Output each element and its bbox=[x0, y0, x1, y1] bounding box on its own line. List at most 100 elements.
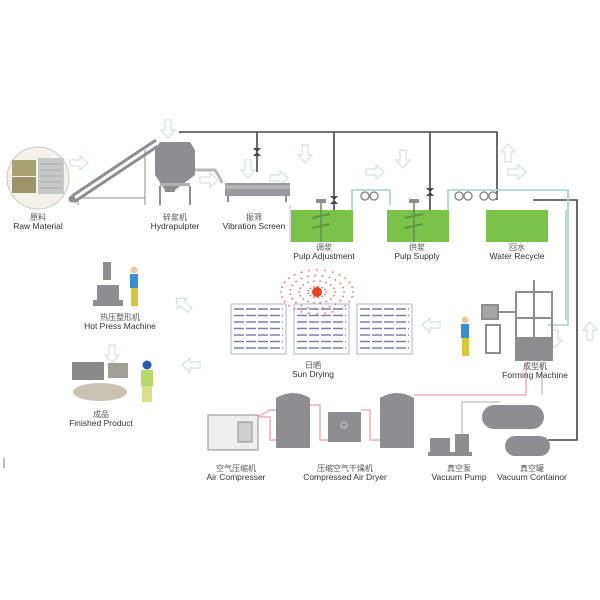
label-forming-machine: 成型机 Forming Machine bbox=[502, 362, 568, 381]
label-en: Hot Press Machine bbox=[84, 321, 156, 332]
sun-ray-dot bbox=[325, 291, 327, 293]
sun-ray-dot bbox=[321, 295, 324, 298]
sun-ray-dot bbox=[308, 312, 310, 315]
label-raw-material: 原料 Raw Material bbox=[13, 213, 63, 232]
label-cn: 热压整形机 bbox=[100, 313, 140, 322]
compressed-air-pipes bbox=[257, 394, 526, 441]
label-cn: 振筛 bbox=[246, 213, 262, 222]
sun-ray-dot bbox=[302, 284, 305, 286]
valve-icons bbox=[253, 148, 434, 204]
sun-ray-dot bbox=[351, 295, 353, 298]
sun-ray-dot bbox=[334, 279, 337, 281]
sun-ray-dot bbox=[344, 277, 347, 280]
label-en: Forming Machine bbox=[502, 370, 568, 381]
air-tank-2 bbox=[380, 393, 414, 448]
operator-hot-press bbox=[130, 266, 138, 306]
sun-ray-dot bbox=[295, 280, 297, 283]
sun-ray-dot bbox=[287, 277, 290, 280]
sun-ray-dot bbox=[289, 293, 292, 296]
label-pulp-supply: 供浆 Pulp Supply bbox=[394, 243, 439, 262]
sun-ray-dot bbox=[342, 286, 344, 289]
raw-material-image bbox=[6, 146, 70, 210]
label-cn: 成品 bbox=[92, 410, 109, 419]
sun-ray-dot bbox=[317, 285, 319, 288]
drying-rack bbox=[230, 303, 287, 355]
sun-ray-dot bbox=[299, 294, 301, 297]
sun-ray-dot bbox=[324, 293, 326, 296]
sun-ray-dot bbox=[307, 306, 309, 309]
sun-ray-dot bbox=[283, 300, 286, 303]
transfer-pumps bbox=[360, 191, 498, 201]
label-cn: 原料 bbox=[29, 213, 46, 222]
sun-ray-dot bbox=[312, 301, 315, 304]
sun-ray-dot bbox=[287, 304, 290, 307]
vacuum-container bbox=[482, 405, 550, 456]
label-pulp-adjustment: 调浆 Pulp Adjustment bbox=[293, 243, 354, 262]
forming-machine bbox=[481, 280, 553, 395]
sun-ray-dot bbox=[307, 275, 309, 278]
sun-ray-dot bbox=[319, 301, 322, 304]
air-dryer bbox=[328, 412, 361, 442]
sun-ray-dot bbox=[291, 284, 294, 287]
label-en: Raw Material bbox=[13, 221, 63, 232]
label-vacuum-pump: 真空泵 Vacuum Pump bbox=[431, 464, 486, 483]
label-sun-drying: 日晒 Sun Drying bbox=[292, 361, 334, 380]
sun-ray-dot bbox=[324, 269, 326, 272]
sun-ray-dot bbox=[312, 280, 315, 283]
sun-ray-dot bbox=[300, 271, 303, 274]
sun-ray-dot bbox=[342, 295, 344, 298]
sun-icon bbox=[280, 269, 354, 315]
sun-ray-dot bbox=[309, 287, 312, 290]
label-en: Pulp Adjustment bbox=[293, 251, 355, 262]
sun-ray-dot bbox=[298, 291, 300, 293]
sun-ray-dot bbox=[314, 274, 317, 277]
finished-product-image bbox=[72, 360, 153, 402]
label-cn: 碎浆机 bbox=[162, 213, 187, 222]
sun-ray-dot bbox=[339, 282, 341, 285]
sun-ray-dot bbox=[352, 291, 354, 293]
sun-ray-dot bbox=[314, 307, 317, 310]
sun-ray-dot bbox=[293, 308, 296, 311]
sun-ray-dot bbox=[280, 291, 282, 293]
sun-ray-dot bbox=[283, 281, 286, 284]
pulp-adjustment-tank bbox=[289, 199, 353, 243]
air-compressor bbox=[207, 414, 259, 451]
label-en: Compressed Air Dryer bbox=[303, 472, 387, 483]
conveyor-belt bbox=[68, 138, 159, 205]
sun-core bbox=[312, 287, 322, 297]
sun-ray-dot bbox=[328, 276, 331, 279]
sun-ray-dot bbox=[333, 287, 335, 290]
hot-press-machine bbox=[93, 262, 123, 306]
sun-ray-dot bbox=[339, 299, 341, 302]
air-tank-1 bbox=[276, 393, 310, 448]
label-en: Vibration Screen bbox=[222, 221, 286, 232]
sun-ray-dot bbox=[291, 297, 294, 300]
label-en: Finished Product bbox=[69, 418, 133, 429]
drying-rack bbox=[293, 303, 350, 355]
label-cn: 回水 bbox=[508, 243, 525, 252]
sun-ray-dot bbox=[316, 313, 318, 315]
label-water-recycle: 回水 Water Recycle bbox=[490, 243, 545, 262]
sun-ray-dot bbox=[338, 308, 341, 311]
sun-ray-dot bbox=[334, 303, 337, 305]
label-cn: 压缩空气干燥机 bbox=[316, 464, 373, 473]
pulp-supply-tank bbox=[387, 199, 449, 242]
label-cn: 日晒 bbox=[305, 361, 321, 370]
label-en: Vacuum Containor bbox=[497, 472, 567, 483]
label-en: Sun Drying bbox=[291, 369, 335, 380]
sun-ray-dot bbox=[324, 288, 326, 291]
sun-ray-dot bbox=[300, 277, 303, 280]
sun-ray-dot bbox=[351, 286, 353, 289]
sun-ray-dot bbox=[289, 288, 292, 291]
sun-ray-dot bbox=[329, 284, 332, 286]
sun-ray-dot bbox=[331, 271, 334, 274]
sun-ray-dot bbox=[319, 280, 322, 283]
sun-ray-dot bbox=[293, 273, 296, 276]
vibration-screen-machine bbox=[225, 183, 290, 202]
sun-ray-dot bbox=[333, 294, 335, 297]
sun-ray-dot bbox=[324, 312, 326, 315]
vacuum-pipes bbox=[461, 401, 500, 434]
sun-ray-dot bbox=[300, 310, 303, 313]
label-vibration-screen: 振筛 Vibration Screen bbox=[223, 213, 286, 232]
sun-ray-dot bbox=[321, 274, 324, 277]
